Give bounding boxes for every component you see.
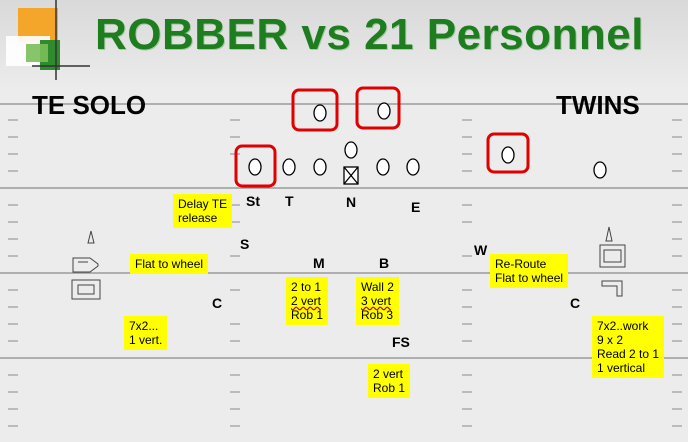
pos-st: St [246, 193, 260, 209]
left-formation-label: TE SOLO [32, 90, 147, 120]
player-circle [593, 161, 607, 179]
box-icon [599, 244, 626, 268]
player-circle [248, 158, 262, 176]
wedge-icon [601, 280, 623, 297]
right-formation-label: TWINS [556, 90, 640, 120]
pos-b: B [379, 255, 390, 271]
note-flat-wheel: Flat to wheel [130, 254, 209, 274]
player-circle [313, 158, 327, 176]
pos-w: W [474, 242, 488, 258]
pos-c-right: C [570, 295, 581, 311]
player-circle [313, 104, 327, 122]
highlight-boxes [234, 86, 530, 188]
pos-t: T [285, 193, 294, 209]
pos-e: E [411, 199, 421, 215]
cone-icon [605, 226, 613, 242]
note-c-left: 7x2...1 vert. [124, 316, 168, 350]
wedge-icon [72, 257, 99, 273]
pos-fs: FS [392, 334, 410, 350]
player-circle [377, 102, 391, 120]
pos-s: S [240, 236, 250, 252]
page-title: ROBBER vs 21 Personnel [95, 10, 644, 59]
cone-icon [87, 230, 95, 244]
offense-players [248, 102, 607, 185]
highlight-box [291, 88, 339, 132]
player-circle [344, 141, 358, 159]
pos-c-left: C [212, 295, 223, 311]
pos-m: M [313, 255, 325, 271]
symbols-left [71, 230, 101, 300]
player-circle [282, 158, 296, 176]
highlight-box [234, 144, 277, 188]
player-circle [376, 158, 390, 176]
pos-n: N [346, 194, 357, 210]
highlight-box [486, 132, 530, 174]
highlight-box [355, 86, 401, 130]
yard-lines [0, 103, 688, 359]
logo-icon [6, 0, 90, 80]
box-icon [71, 279, 101, 300]
player-circle [406, 158, 420, 176]
player-circle [501, 146, 515, 164]
hash-marks [8, 119, 682, 427]
symbols-right [599, 226, 626, 297]
